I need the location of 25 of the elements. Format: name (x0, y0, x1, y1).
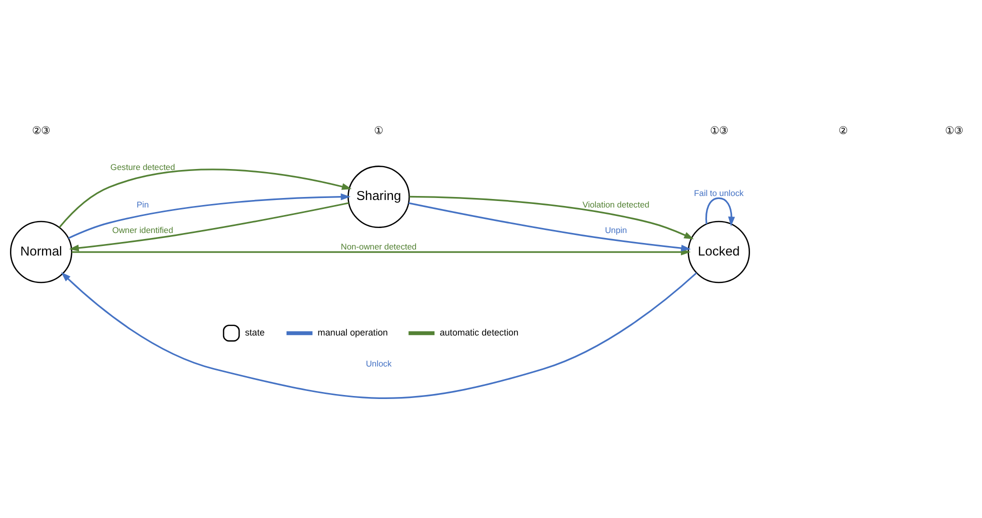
label: ①③ (944, 126, 963, 137)
edge-label: Fail to unlock (694, 188, 744, 198)
legend-label: automatic detection (440, 328, 518, 338)
arrow (61, 272, 698, 399)
edge-label: Gesture detected (110, 162, 176, 172)
edge-label: Non-owner detected (340, 242, 417, 252)
label: ② (838, 126, 848, 137)
arrow (69, 202, 349, 252)
arrow (68, 193, 351, 239)
arrow (58, 168, 352, 228)
arrow (408, 202, 691, 252)
edge-label: Unpin (604, 224, 627, 235)
label: ① (374, 126, 384, 137)
label: ②③ (32, 126, 50, 137)
edge-label: Pin (136, 199, 149, 210)
legend-label: state (244, 328, 265, 338)
edge-label: Owner identified (112, 224, 174, 235)
node-circle: Sharing (348, 166, 410, 228)
edge-label: Unlock (366, 358, 392, 369)
arrow (705, 197, 735, 226)
legend-label: manual operation (318, 328, 388, 338)
node-circle: Locked (688, 220, 750, 284)
edge-label: Violation detected (582, 199, 650, 210)
arrow (409, 196, 694, 240)
label: ①③ (710, 126, 728, 137)
